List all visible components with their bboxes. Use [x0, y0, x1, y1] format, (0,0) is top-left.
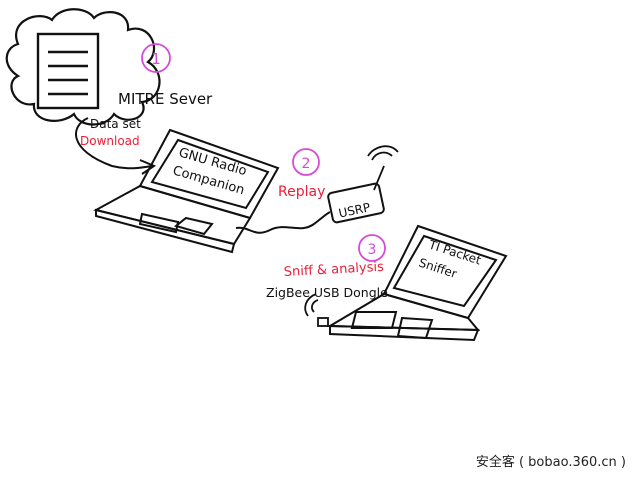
svg-text:1: 1	[151, 50, 161, 68]
download-line1: Data set	[90, 117, 141, 131]
download-arrow-head	[139, 159, 157, 175]
server-label: MITRE Sever	[118, 90, 213, 108]
zigbee-dongle-icon	[304, 293, 329, 327]
download-arrow	[75, 117, 153, 170]
analysis-label: Sniff & analysis	[283, 260, 384, 280]
step-3-badge: 3	[358, 234, 386, 262]
replay-label: Replay	[278, 184, 325, 200]
svg-text:2: 2	[302, 156, 311, 172]
usrp-antenna-icon	[367, 145, 399, 191]
gnu-laptop	[93, 128, 280, 254]
cloud-shape	[5, 8, 161, 126]
step-1-badge: 1	[141, 43, 171, 73]
sniffer-line2: Sniffer	[417, 256, 459, 281]
step-2-badge: 2	[292, 148, 320, 176]
usrp-label: USRP	[337, 200, 371, 220]
usb-cable	[235, 211, 331, 234]
sniffer-laptop	[326, 224, 508, 342]
svg-text:3: 3	[368, 242, 377, 258]
server-document-icon	[36, 32, 100, 110]
dongle-label: ZigBee USB Dongle	[266, 285, 388, 300]
download-line2: Download	[80, 134, 140, 148]
watermark-text: 安全客 ( bobao.360.cn )	[475, 455, 626, 470]
usrp-box	[327, 182, 385, 224]
